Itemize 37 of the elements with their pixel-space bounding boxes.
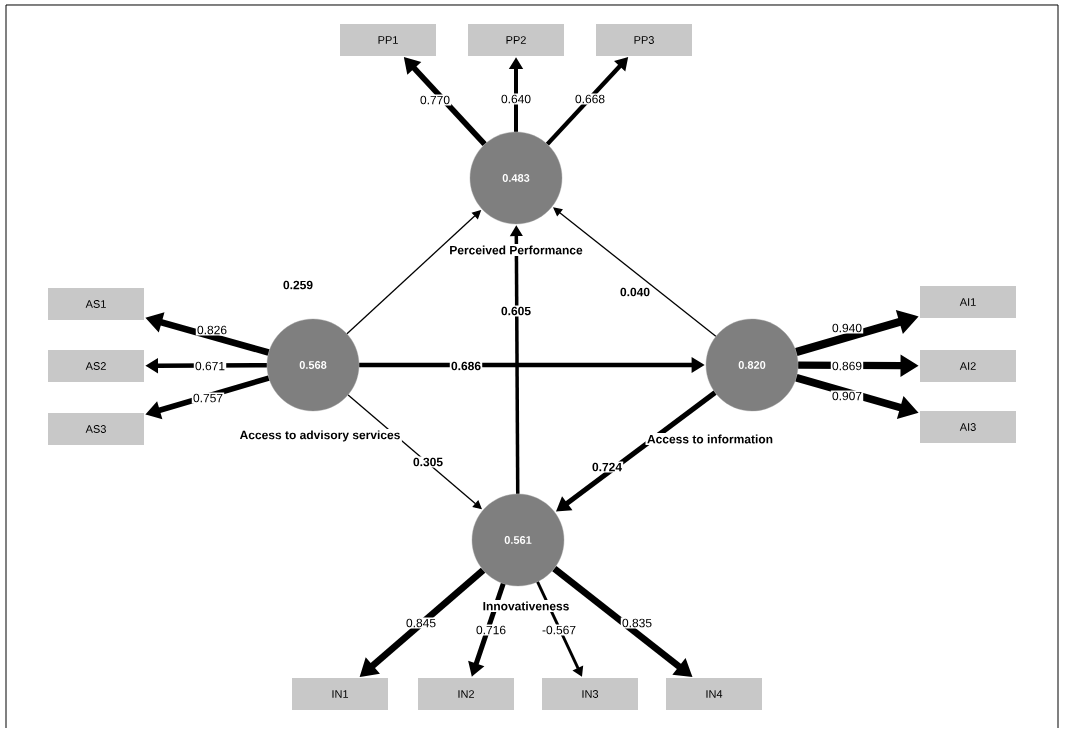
- edge-label: -0.567: [540, 624, 578, 636]
- edge-label: 0.305: [411, 456, 445, 468]
- edge-label: 0.640: [499, 93, 533, 105]
- edge-label: 0.724: [590, 461, 624, 473]
- edge-label: 0.826: [195, 324, 229, 336]
- edge-label: 0.770: [418, 94, 452, 106]
- edge-label: 0.040: [618, 286, 652, 298]
- edge-label: 0.668: [573, 93, 607, 105]
- indicator-box: PP2: [468, 24, 564, 56]
- indicator-box: IN4: [666, 678, 762, 710]
- construct-name: Innovativeness: [481, 600, 571, 612]
- edge-label: 0.907: [830, 390, 864, 402]
- construct-name: Access to information: [645, 433, 775, 445]
- indicator-box: IN3: [542, 678, 638, 710]
- indicator-box: IN2: [418, 678, 514, 710]
- edge-label: 0.259: [281, 279, 315, 291]
- indicator-box: AI2: [920, 350, 1016, 382]
- edge-label: 0.605: [499, 305, 533, 317]
- edge-label: 0.835: [620, 617, 654, 629]
- edge-label: 0.940: [830, 322, 864, 334]
- construct-name: Access to advisory services: [238, 428, 402, 444]
- indicator-box: IN1: [292, 678, 388, 710]
- edge-label: 0.686: [449, 360, 483, 372]
- edge-label: 0.716: [474, 624, 508, 636]
- arrow: [553, 207, 717, 337]
- indicator-box: AS3: [48, 413, 144, 445]
- indicator-box: PP1: [340, 24, 436, 56]
- edge-label: 0.869: [830, 360, 864, 372]
- edge-label: 0.671: [193, 360, 227, 372]
- indicator-box: AS1: [48, 288, 144, 320]
- construct-name: Perceived Performance: [447, 244, 585, 256]
- indicator-box: AI3: [920, 411, 1016, 443]
- indicator-box: PP3: [596, 24, 692, 56]
- indicator-box: AS2: [48, 350, 144, 382]
- indicator-box: AI1: [920, 286, 1016, 318]
- edge-label: 0.845: [404, 617, 438, 629]
- edge-label: 0.757: [191, 392, 225, 404]
